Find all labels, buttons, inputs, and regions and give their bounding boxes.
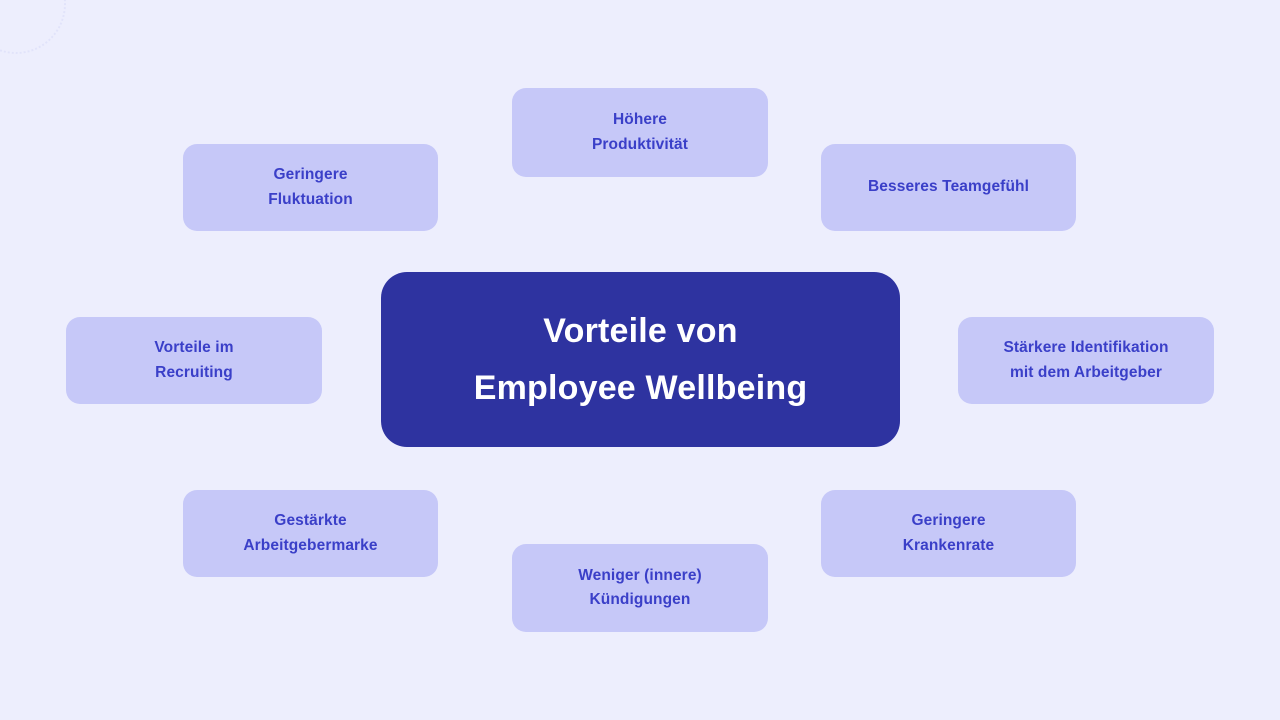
node-label-line2: mit dem Arbeitgeber <box>1009 363 1163 381</box>
node-label-line1: Geringere <box>911 512 986 530</box>
node-label: Geringere Fluktuation <box>268 163 353 211</box>
node-label: Besseres Teamgefühl <box>868 175 1029 199</box>
node-gestaerkte-arbeitgebermarke[interactable]: Gestärkte Arbeitgebermarke <box>183 490 438 577</box>
node-label: Vorteile im Recruiting <box>154 336 233 384</box>
node-label: Gestärkte Arbeitgebermarke <box>243 509 377 557</box>
node-label: Stärkere Identifikation mit dem Arbeitge… <box>1003 336 1168 384</box>
node-vorteile-im-recruiting[interactable]: Vorteile im Recruiting <box>66 317 322 404</box>
node-label-line2: Produktivität <box>591 135 689 153</box>
node-label-line1: Geringere <box>273 166 348 184</box>
center-node-label: Vorteile von Employee Wellbeing <box>474 303 808 415</box>
node-label-line1: Höhere <box>612 111 667 129</box>
node-label-line2: Arbeitgebermarke <box>243 536 378 554</box>
node-geringere-krankenrate[interactable]: Geringere Krankenrate <box>821 490 1076 577</box>
node-geringere-fluktuation[interactable]: Geringere Fluktuation <box>183 144 438 231</box>
node-label-line1: Weniger (innere) <box>578 566 702 584</box>
node-label-line1: Besseres Teamgefühl <box>868 178 1029 196</box>
node-label-line1: Vorteile im <box>154 339 234 357</box>
node-label: Höhere Produktivität <box>592 108 688 156</box>
node-label-line2: Kündigungen <box>589 591 691 608</box>
center-node-label-line1: Vorteile von <box>543 312 738 351</box>
decorative-arc-icon <box>0 0 66 54</box>
center-node-label-line2: Employee Wellbeing <box>473 368 808 407</box>
node-label-line2: Recruiting <box>155 363 233 381</box>
center-node-vorteile-von-employee-wellbeing[interactable]: Vorteile von Employee Wellbeing <box>381 272 900 447</box>
node-label: Weniger (innere) Kündigungen <box>578 564 702 612</box>
node-label-line2: Krankenrate <box>902 536 995 554</box>
node-hoehere-produktivitaet[interactable]: Höhere Produktivität <box>512 88 768 177</box>
node-staerkere-identifikation[interactable]: Stärkere Identifikation mit dem Arbeitge… <box>958 317 1214 404</box>
node-label: Geringere Krankenrate <box>903 509 995 557</box>
node-label-line1: Stärkere Identifikation <box>1003 339 1169 357</box>
node-besseres-teamgefuehl[interactable]: Besseres Teamgefühl <box>821 144 1076 231</box>
node-label-line2: Fluktuation <box>268 190 353 208</box>
node-label-line1: Gestärkte <box>274 512 347 530</box>
node-weniger-innere-kuendigungen[interactable]: Weniger (innere) Kündigungen <box>512 544 768 632</box>
